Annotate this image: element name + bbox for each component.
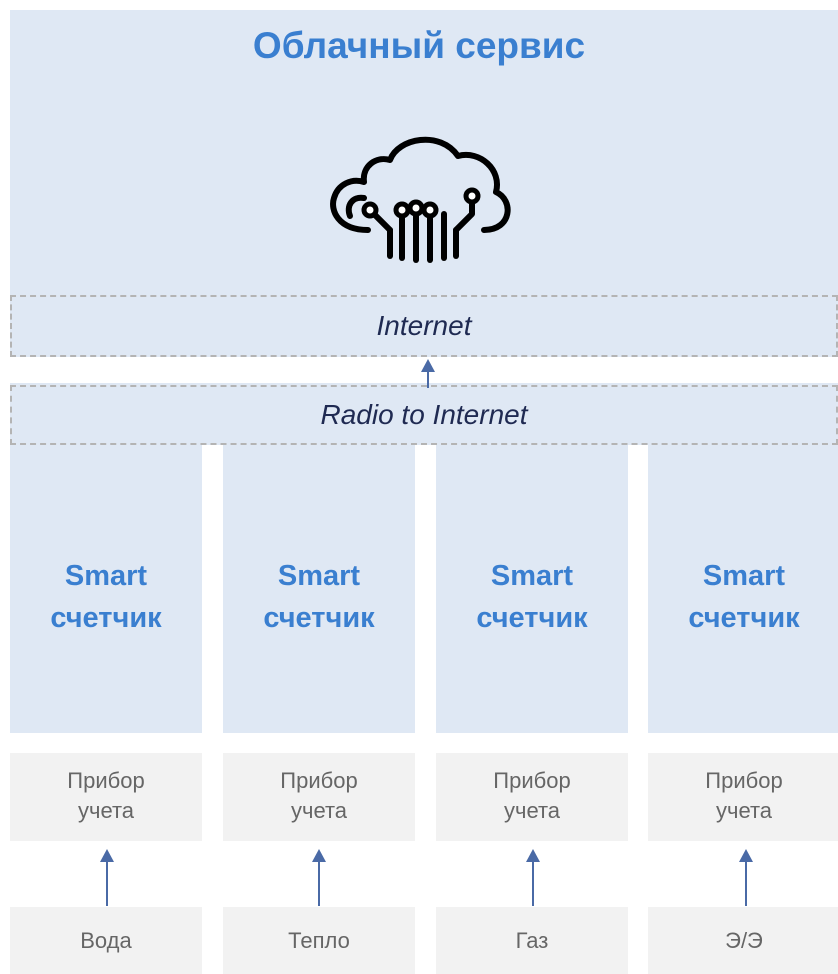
smart-meter-title-line2: счетчик <box>263 602 375 634</box>
smart-meter-block-1: Smart счетчик <box>10 445 202 733</box>
meter-device-label-line1: Прибор <box>67 768 145 793</box>
smart-meter-title-line2: счетчик <box>50 602 162 634</box>
meter-device-label-line2: учета <box>290 798 348 823</box>
resource-gas: Газ <box>436 907 628 974</box>
smart-meter-title-line1: Smart <box>702 560 786 592</box>
smart-meter-block-2: Smart счетчик <box>223 445 415 733</box>
resource-electricity: Э/Э <box>648 907 838 974</box>
meter-device-box-3: Прибор учета <box>436 753 628 841</box>
resource-water: Вода <box>10 907 202 974</box>
cloud-service-title: Облачный сервис <box>252 25 586 66</box>
up-arrow-electricity-to-meter <box>739 849 753 906</box>
internet-band: Internet <box>10 295 838 357</box>
up-arrow-radio-to-internet <box>421 359 435 388</box>
smart-meter-title-line1: Smart <box>490 560 574 592</box>
meter-device-box-1: Прибор учета <box>10 753 202 841</box>
smart-meter-block-4: Smart счетчик <box>648 445 838 733</box>
up-arrow-heat-to-meter <box>312 849 326 906</box>
internet-label: Internet <box>376 310 472 341</box>
smart-meter-title-line2: счетчик <box>688 602 800 634</box>
meter-device-label-line1: Прибор <box>280 768 358 793</box>
meter-device-box-2: Прибор учета <box>223 753 415 841</box>
smart-meter-block-3: Smart счетчик <box>436 445 628 733</box>
radio-to-internet-label: Radio to Internet <box>320 399 528 430</box>
resource-heat: Тепло <box>223 907 415 974</box>
up-arrow-gas-to-meter <box>526 849 540 906</box>
radio-to-internet-band: Radio to Internet <box>10 385 838 445</box>
meter-device-label-line1: Прибор <box>493 768 571 793</box>
up-arrow-water-to-meter <box>100 849 114 906</box>
smart-meter-title-line1: Smart <box>64 560 148 592</box>
meter-device-label-line2: учета <box>77 798 135 823</box>
meter-device-label-line2: учета <box>503 798 561 823</box>
smart-meter-title-line1: Smart <box>277 560 361 592</box>
smart-meter-title-line2: счетчик <box>476 602 588 634</box>
meter-device-label-line1: Прибор <box>705 768 783 793</box>
meter-device-box-4: Прибор учета <box>648 753 838 841</box>
cloud-circuit-icon <box>330 136 511 263</box>
meter-device-label-line2: учета <box>715 798 773 823</box>
